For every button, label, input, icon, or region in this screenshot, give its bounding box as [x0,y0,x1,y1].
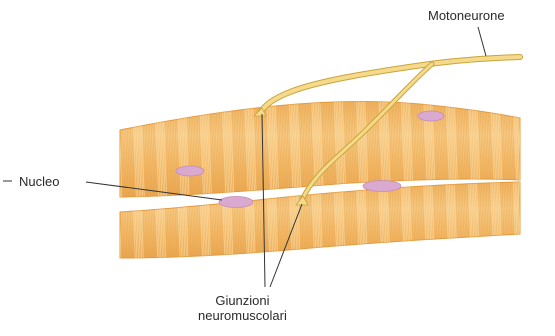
nucleus-upper-right [418,111,444,121]
striation-line [112,95,116,200]
striation-line [521,178,524,262]
striation-line [524,178,527,262]
striation-line [110,95,114,200]
striation-line [529,178,532,262]
striation-line [524,95,528,200]
label-motoneurone: Motoneurone [428,8,505,23]
striation-line [528,95,532,200]
striation-line [110,178,113,262]
label-nucleo: Nucleo [19,174,59,189]
striation-line [115,95,119,200]
striation-line [113,95,117,200]
striation-line [116,178,119,262]
label-giunzioni-line2: neuromuscolari [198,308,287,323]
leader-motoneurone [478,27,486,56]
nucleus-upper-left [176,166,204,176]
striation-line [526,95,530,200]
striation-line [112,178,115,262]
nucleus-lower-right [363,181,401,192]
striation-line [523,178,526,262]
striation-line [113,178,116,262]
label-giunzioni-line1: Giunzioni [198,293,287,308]
striation-line [526,178,529,262]
striation-line [528,178,531,262]
striation-line [521,95,525,200]
striation-line [529,95,533,200]
striation-line [523,95,527,200]
nucleus-lower-left [219,197,253,208]
label-giunzioni-neuromuscolari: Giunzioni neuromuscolari [198,293,287,323]
striation-line [115,178,118,262]
